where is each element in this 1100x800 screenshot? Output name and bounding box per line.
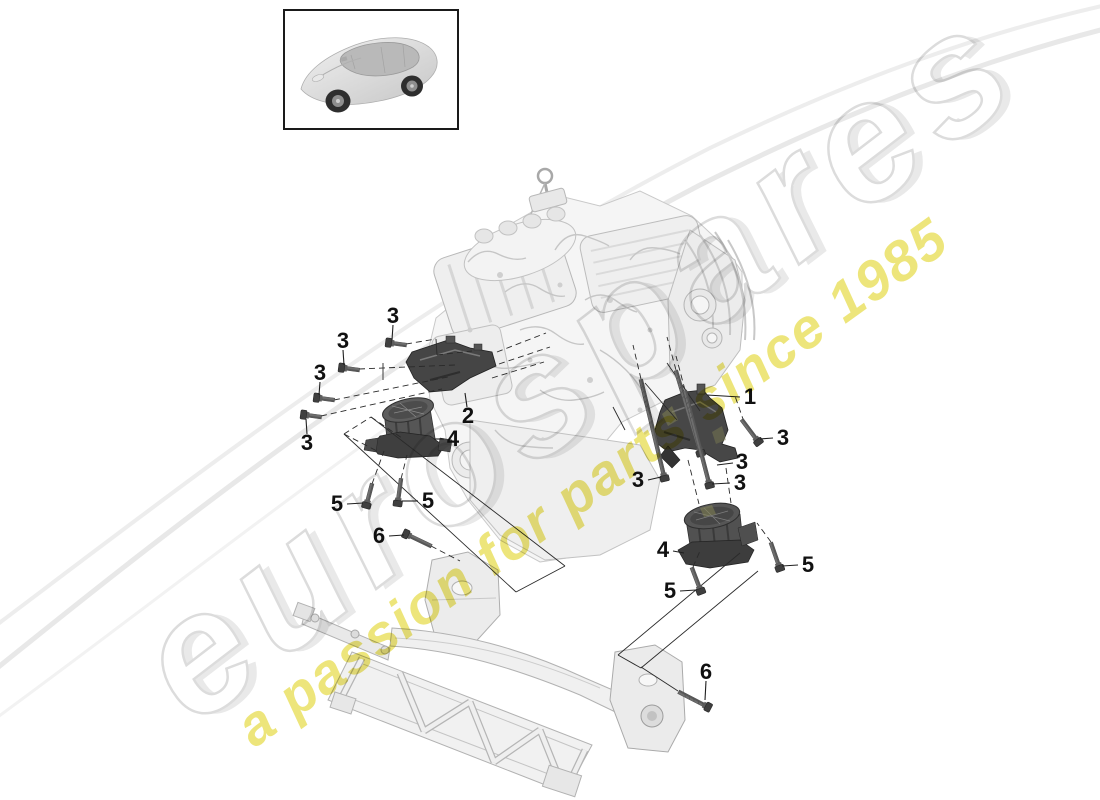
subframe-right-mount-hole (638, 673, 658, 687)
callout-connector (647, 476, 662, 481)
headlight (311, 74, 325, 82)
callout-label-3: 3 (735, 449, 749, 474)
callout-connector (391, 324, 394, 341)
callout-label-3: 3 (300, 430, 314, 455)
bolt (401, 528, 433, 549)
subframe-right-mount-boss (640, 704, 664, 728)
bolt (638, 378, 670, 483)
turbocharger (683, 288, 723, 349)
callout-label-3: 3 (313, 360, 327, 385)
bolt (299, 409, 323, 420)
dashed-leader-lines (320, 332, 772, 568)
callout-label-5: 5 (330, 491, 344, 516)
callout-connector (711, 482, 731, 485)
callout-connector (346, 502, 364, 505)
side-mirror (340, 56, 348, 62)
callout-connector (716, 462, 734, 466)
bolt (337, 362, 361, 373)
callout-connector (388, 534, 405, 537)
subframe-left-mount-hole (451, 580, 473, 596)
callout-label-5: 5 (663, 578, 677, 603)
callout-connector (759, 437, 774, 440)
callout-connector (464, 392, 468, 408)
bolt (768, 541, 786, 573)
engine-mount-bracket-right (654, 383, 739, 469)
callout-label-4: 4 (446, 426, 460, 451)
bolt (392, 477, 404, 508)
engine-hoses (467, 233, 681, 449)
callout-label-6: 6 (699, 659, 713, 684)
callout-connector (679, 589, 697, 592)
callout-label-6: 6 (372, 523, 386, 548)
engine-illustration (425, 167, 756, 563)
engine-fasteners (467, 272, 653, 413)
engine-mount-left (363, 397, 453, 459)
subframe-illustration (292, 551, 686, 798)
bolt (677, 689, 713, 713)
engine-mount-right (677, 502, 759, 569)
callout-connector (318, 381, 321, 396)
callout-connector-lines (305, 324, 799, 701)
vehicle-thumbnail-box (283, 9, 459, 130)
subframe-truss (327, 651, 593, 798)
bolt (361, 482, 375, 510)
subframe-right-mount-bracket (609, 644, 686, 753)
callout-label-3: 3 (631, 467, 645, 492)
bolts (299, 337, 786, 713)
callout-label-2: 2 (461, 403, 475, 428)
callout-connector (342, 349, 345, 366)
car-wheels (325, 75, 423, 113)
bolt (312, 392, 336, 403)
callout-connector (704, 680, 707, 701)
callout-connector (305, 418, 308, 435)
oil-pan (469, 419, 661, 561)
pointer-lines (343, 338, 759, 692)
intake-runners (474, 206, 566, 244)
callout-label-1: 1 (743, 384, 757, 409)
engine-mount-bracket-left (405, 335, 497, 393)
callout-connector (781, 564, 799, 567)
subframe-left-arm-joints (310, 613, 390, 655)
bolt (689, 566, 707, 596)
bolt (384, 337, 408, 348)
callout-label-3: 3 (336, 328, 350, 353)
subframe-left-arm (301, 611, 391, 661)
engine-lift-bracket (528, 187, 568, 213)
vehicle-silhouette (300, 37, 438, 113)
bolt (739, 418, 764, 447)
callout-label-3: 3 (733, 470, 747, 495)
callout-connector (672, 550, 685, 554)
callout-label-3: 3 (386, 303, 400, 328)
callout-label-4: 4 (656, 537, 670, 562)
callout-connector (706, 394, 741, 398)
callout-label-3: 3 (776, 425, 790, 450)
callout-label-5: 5 (421, 488, 435, 513)
subframe-left-mount-bracket (424, 551, 501, 649)
callout-label-5: 5 (801, 552, 815, 577)
